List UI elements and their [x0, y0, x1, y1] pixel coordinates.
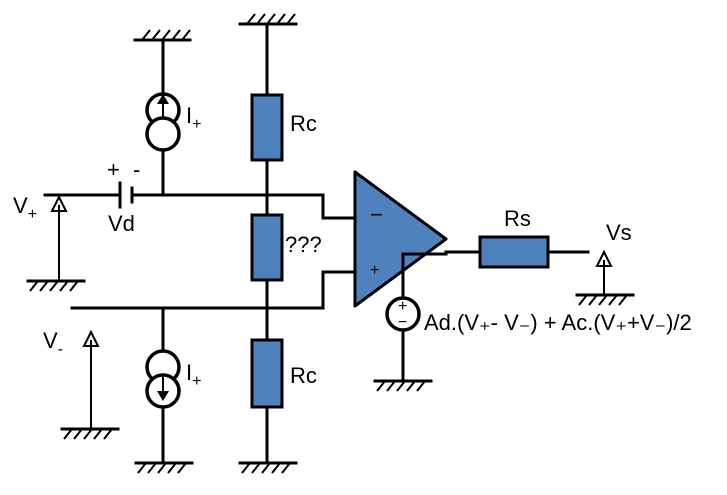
battery-vd — [118, 181, 134, 209]
output-expression: Ad.(V₊- V₋) + Ac.(V₊+V₋)/2 — [424, 310, 692, 335]
label-v-minus: V- — [43, 328, 63, 358]
label-i-plus-top: I+ — [186, 103, 201, 133]
arrow-down-icon — [157, 391, 169, 401]
current-source-top — [145, 38, 181, 197]
ground-symbol-bottom-right — [238, 461, 298, 474]
label-vd: Vd — [108, 211, 135, 236]
label-i-plus-bottom: I+ — [186, 360, 201, 390]
label-vs: Vs — [606, 220, 632, 245]
label-vd-minus: - — [133, 157, 140, 182]
resistor-rs — [478, 235, 550, 269]
label-rc-bottom: Rc — [290, 363, 317, 388]
source-plus-sign: + — [398, 298, 407, 315]
resistor-unknown — [250, 213, 284, 282]
ground-symbol-v-plus — [26, 279, 86, 292]
wire-to-noninverting-input — [321, 270, 357, 310]
label-rs: Rs — [504, 206, 531, 231]
ground-symbol-vs — [575, 293, 635, 306]
arrow-up-icon — [157, 94, 169, 104]
arrow-up-icon — [82, 329, 100, 347]
ground-symbol-source — [373, 379, 433, 392]
arrow-up-icon — [50, 194, 68, 212]
ground-symbol-bottom-left — [134, 461, 194, 474]
opamp-plus-sign: + — [370, 262, 379, 279]
label-unknown-resistor: ??? — [285, 232, 322, 257]
label-vd-plus: + — [107, 157, 120, 182]
resistor-rc-bottom — [250, 338, 284, 409]
label-rc-top: Rc — [290, 111, 317, 136]
wire-to-inverting-input — [321, 193, 357, 220]
wire-internal-source — [401, 252, 448, 300]
current-source-bottom — [145, 306, 181, 464]
label-v-plus: V+ — [13, 193, 37, 223]
arrow-up-icon — [595, 249, 613, 267]
ground-symbol-v-minus — [60, 427, 120, 440]
resistor-rc-top — [250, 93, 284, 162]
source-minus-sign: − — [398, 314, 407, 331]
opamp-triangle — [353, 170, 448, 308]
opamp-minus-sign: − — [370, 202, 383, 227]
